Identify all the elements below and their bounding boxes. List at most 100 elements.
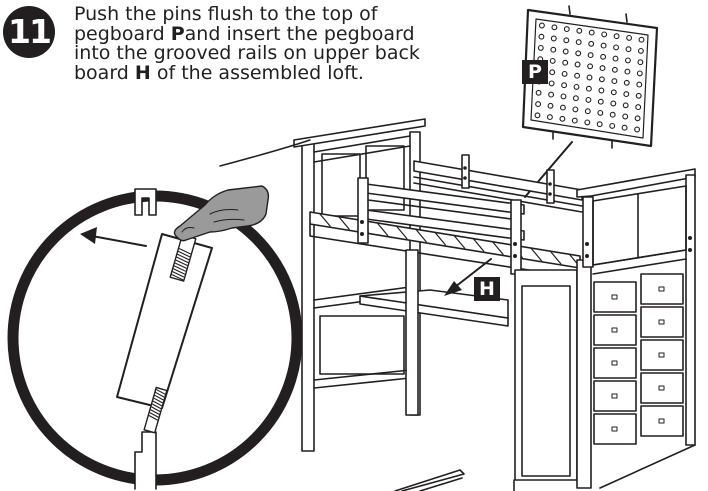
peg-hole <box>559 104 566 111</box>
instruction-line-4-post: of the assembled loft. <box>150 61 364 84</box>
peg-hole <box>535 101 542 108</box>
peg-hole <box>612 55 619 62</box>
peg-hole <box>562 59 569 66</box>
peg-hole <box>547 102 554 109</box>
peg-hole <box>560 93 567 100</box>
peg-hole <box>636 81 643 88</box>
peg-hole <box>572 106 579 113</box>
pointing-finger-icon <box>173 185 270 242</box>
peg-hole <box>548 80 555 87</box>
peg-hole <box>598 76 605 83</box>
peg-hole <box>563 37 570 44</box>
peg-hole <box>609 122 616 129</box>
instruction-line-3: into the grooved rails on upper back <box>74 42 420 64</box>
peg-hole <box>561 82 568 89</box>
peg-hole <box>574 61 581 68</box>
peg-hole <box>622 113 629 120</box>
drawer-pull <box>611 360 618 366</box>
drawer-pull <box>658 352 665 358</box>
peg-hole <box>609 111 616 118</box>
peg-hole <box>549 69 556 76</box>
peg-hole <box>611 78 618 85</box>
drawer-front <box>640 306 684 338</box>
part-label-h-text: H <box>479 278 495 300</box>
instruction-line-2: pegboard Pand insert the pegboard <box>74 22 474 45</box>
instruction-line-2-pre: pegboard <box>74 22 171 45</box>
part-label-p: P <box>522 60 548 84</box>
peg-hole <box>635 104 642 111</box>
pegboard-panel <box>521 5 659 149</box>
peg-hole <box>574 72 581 79</box>
peg-hole <box>535 89 542 96</box>
part-ref-h: H <box>134 61 151 84</box>
peg-hole <box>596 121 603 128</box>
peg-hole <box>624 68 631 75</box>
drawer-front <box>640 405 684 437</box>
drawer-pull <box>611 327 618 333</box>
drawer-fronts <box>593 273 684 445</box>
step-number: 11 <box>8 12 52 51</box>
peg-hole <box>598 87 605 94</box>
peg-hole <box>584 119 591 126</box>
peg-hole <box>637 47 644 54</box>
peg-hole <box>585 85 592 92</box>
drawer-pull <box>658 418 665 424</box>
peg-hole <box>562 48 569 55</box>
peg-pin-bottom <box>143 386 168 434</box>
peg-hole <box>587 63 594 70</box>
peg-hole <box>573 83 580 90</box>
peg-hole <box>600 53 607 60</box>
instruction-line-4: board H of the assembled loft. <box>74 61 474 84</box>
peg-hole <box>575 50 582 57</box>
peg-hole <box>613 44 620 51</box>
peg-hole <box>538 22 545 29</box>
peg-hole <box>546 114 553 121</box>
loft-bed-frame <box>293 118 696 491</box>
step-number-badge: 11 <box>3 6 55 58</box>
peg-hole <box>610 89 617 96</box>
peg-hole <box>625 46 632 53</box>
detail-callout <box>7 139 311 490</box>
drawer-pull <box>658 385 665 391</box>
part-ref-p: P <box>170 22 185 45</box>
drawer-pull <box>658 286 665 292</box>
peg-hole <box>572 95 579 102</box>
drawer-front <box>640 273 684 305</box>
peg-hole <box>634 126 641 133</box>
peg-hole <box>597 109 604 116</box>
peg-hole <box>601 31 608 38</box>
peg-hole <box>548 91 555 98</box>
peg-hole <box>534 112 541 119</box>
peg-hole <box>613 33 620 40</box>
instruction-line-2-post: and insert the pegboard <box>184 22 415 45</box>
peg-hole <box>550 46 557 53</box>
peg-hole <box>537 44 544 51</box>
bottom-rail-groove <box>134 431 157 490</box>
drawer-front <box>593 281 637 313</box>
peg-hole <box>623 79 630 86</box>
peg-hole <box>624 57 631 64</box>
pointer-arrow-h <box>444 258 492 296</box>
peg-hole <box>621 124 628 131</box>
drawer-front <box>593 380 637 412</box>
drawer-front <box>593 347 637 379</box>
peg-hole <box>638 36 645 43</box>
peg-hole <box>587 52 594 59</box>
drawer-pull <box>658 319 665 325</box>
peg-hole <box>586 74 593 81</box>
part-label-h: H <box>474 277 500 301</box>
instruction-line-1: Push the pins flush to the top of <box>74 3 378 25</box>
peg-hole <box>636 70 643 77</box>
peg-hole <box>626 34 633 41</box>
drawer-pull <box>611 393 618 399</box>
peg-hole <box>549 57 556 64</box>
peg-hole <box>597 98 604 105</box>
peg-hole <box>588 29 595 36</box>
drawer-pull <box>611 294 618 300</box>
peg-hole <box>561 70 568 77</box>
peg-hole <box>634 115 641 122</box>
peg-hole <box>610 100 617 107</box>
part-label-p-text: P <box>528 61 542 83</box>
peg-hole <box>622 102 629 109</box>
